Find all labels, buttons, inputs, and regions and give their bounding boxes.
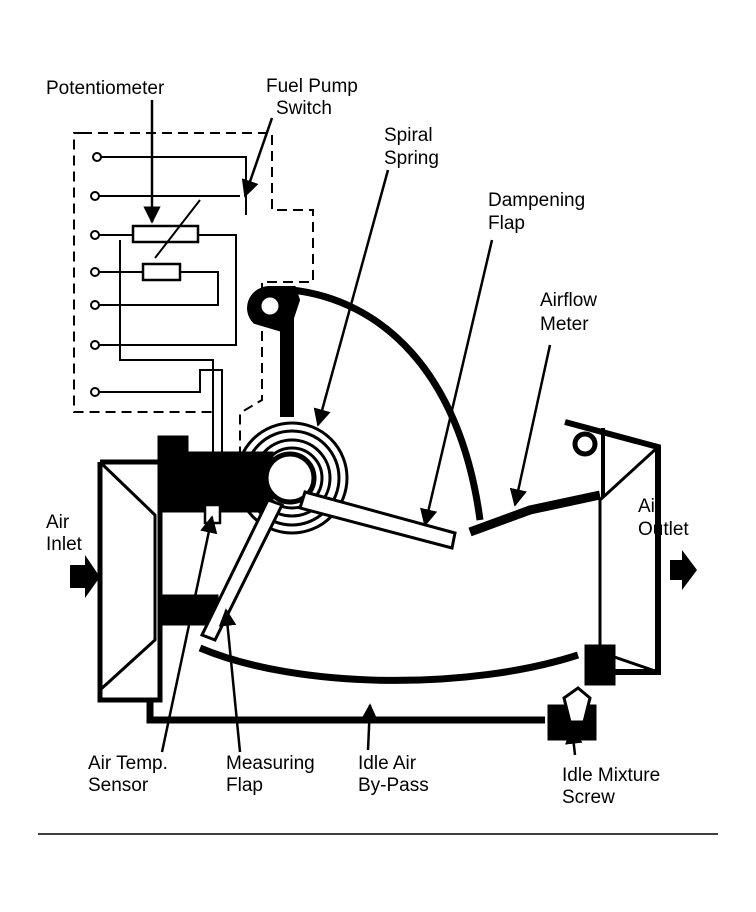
connector-terminals [90,152,102,397]
label-fuel-pump-switch: Fuel Pump Switch [266,76,363,119]
label-idle-air-bypass: Idle Air By-Pass [358,753,429,796]
label-air-inlet: Air Inlet [46,512,83,555]
label-idle-mixture-screw: Idle Mixture Screw [562,765,665,808]
callout-arrows [143,100,583,756]
meter-housing [97,286,661,741]
dampening-flap [298,490,457,550]
label-dampening-flap: Dampening Flap [488,190,590,234]
air-inlet-arrow [70,555,100,598]
connector-housing [73,132,314,456]
label-airflow-meter: Airflow Meter [540,290,602,335]
label-potentiometer: Potentiometer [46,78,165,99]
label-air-outlet: Air Outlet [638,496,689,540]
mounting-hole [256,292,284,320]
flap-pivot [263,451,317,505]
label-air-temp-sensor: Air Temp. Sensor [88,753,173,796]
potentiometer-resistors [131,199,201,282]
spiral-spring [235,421,349,535]
measuring-flap [199,498,285,642]
connector-wiring [99,156,247,500]
label-spiral-spring: Spiral Spring [384,125,439,169]
label-measuring-flap: Measuring Flap [226,753,320,796]
air-outlet-arrow [670,550,697,590]
